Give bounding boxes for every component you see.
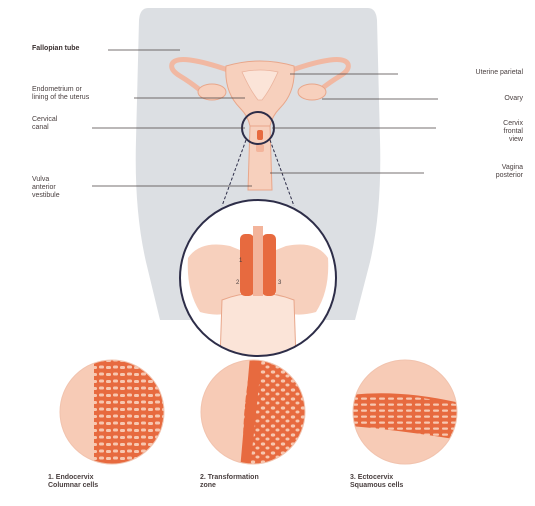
magnified-cervix: 1 2 3 — [180, 200, 336, 360]
label-uterus: Uterine parietal — [476, 69, 523, 77]
caption-ectocervix: 3. Ectocervix Squamous cells — [350, 474, 403, 490]
right-ovary — [298, 84, 326, 100]
label-endometrium: Endometrium or lining of the uterus — [32, 86, 89, 102]
caption-transformation-zone: 2. Transformation zone — [200, 474, 259, 490]
caption-endocervix: 1. Endocervix Columnar cells — [48, 474, 98, 490]
tissue-circle-ectocervix — [350, 360, 460, 464]
tissue-circle-endocervix — [60, 356, 174, 471]
label-vagina: Vagina posterior — [496, 164, 523, 180]
label-cervix: Cervix frontal view — [503, 120, 523, 144]
label-cervical-canal: Cervical canal — [32, 116, 57, 132]
label-ovary: Ovary — [504, 95, 523, 103]
tissue-circle-transformation — [201, 356, 320, 470]
label-vulva: Vulva anterior vestibule — [32, 176, 60, 200]
label-fallopian-tube: Fallopian tube — [32, 45, 79, 53]
